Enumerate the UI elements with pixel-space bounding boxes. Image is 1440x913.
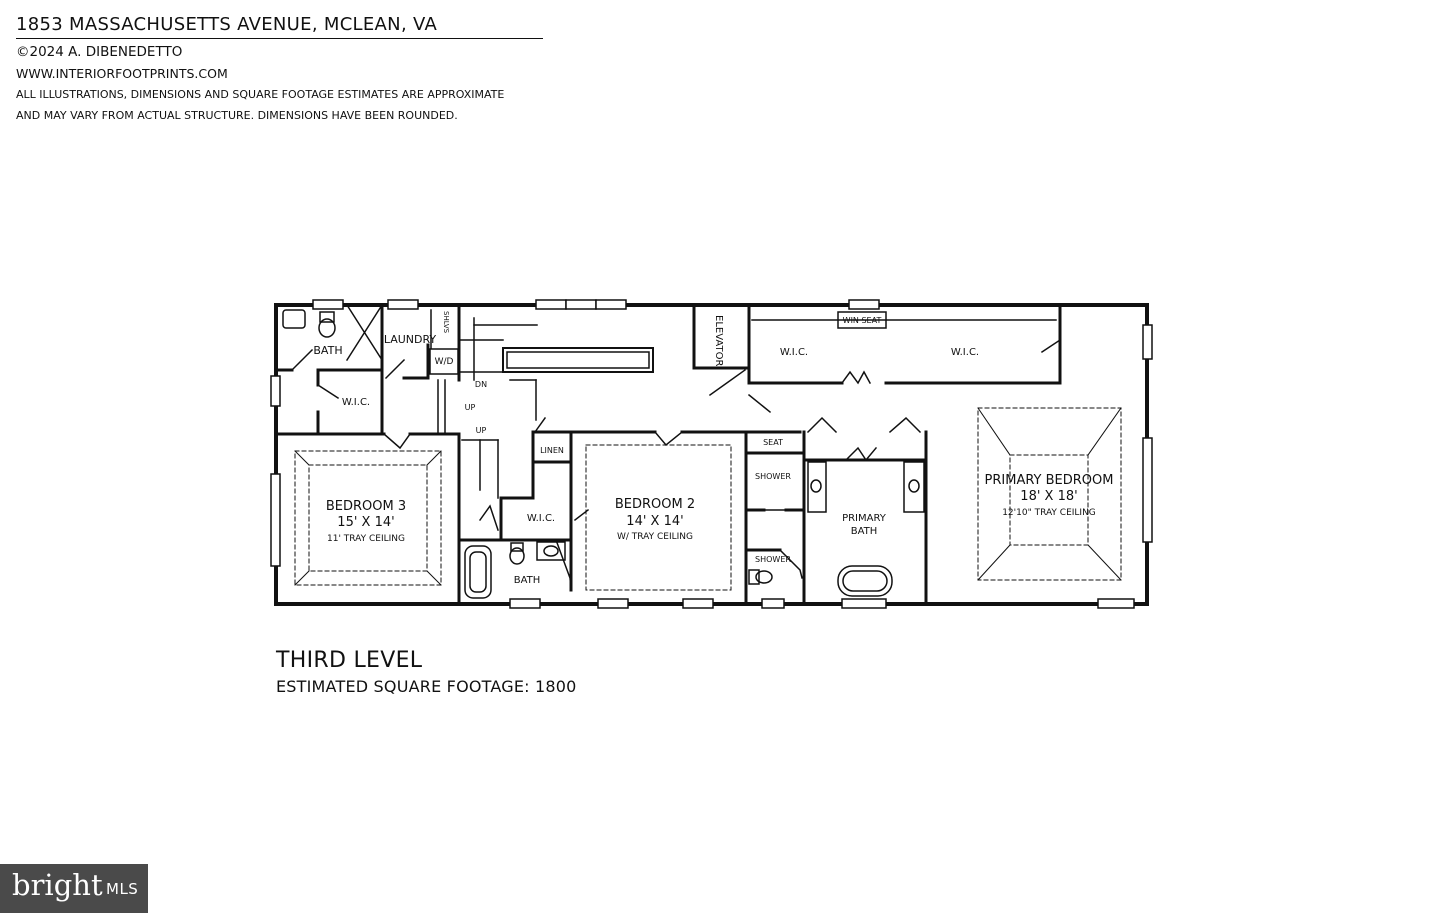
label-bedroom3-ceiling: 11' TRAY CEILING [327, 534, 405, 544]
label-elevator: ELEVATOR [713, 315, 724, 366]
label-seat: SEAT [763, 438, 783, 447]
label-bedroom3-name: BEDROOM 3 [326, 499, 406, 514]
label-bath-mid: BATH [514, 575, 541, 586]
label-wic-mid: W.I.C. [527, 513, 555, 524]
label-wd: W/D [435, 357, 454, 367]
badge-suffix: MLS [106, 880, 139, 898]
label-up-2: UP [476, 426, 487, 435]
bright-mls-badge: bright MLS [0, 864, 148, 913]
address-title: 1853 MASSACHUSETTS AVENUE, MCLEAN, VA [16, 14, 543, 39]
label-linen: LINEN [540, 446, 564, 455]
label-win-seat: WIN SEAT [843, 316, 882, 325]
label-wic-left: W.I.C. [342, 397, 370, 408]
badge-brand: bright [12, 868, 103, 902]
label-shower-2: SHOWER [755, 555, 791, 564]
label-wic-top-1: W.I.C. [780, 347, 808, 358]
label-primary-bedroom-name: PRIMARY BEDROOM [985, 473, 1114, 488]
label-laundry: LAUNDRY [384, 333, 437, 346]
square-footage: ESTIMATED SQUARE FOOTAGE: 1800 [276, 677, 577, 696]
label-primary-bedroom-size: 18' X 18' [1020, 489, 1077, 504]
level-title: THIRD LEVEL [276, 648, 423, 673]
label-bedroom2-ceiling: W/ TRAY CEILING [617, 532, 693, 542]
label-bedroom3-size: 15' X 14' [337, 515, 394, 530]
label-primary-bedroom-ceiling: 12'10" TRAY CEILING [1002, 508, 1096, 518]
label-bedroom2-size: 14' X 14' [626, 514, 683, 529]
website-line: WWW.INTERIORFOOTPRINTS.COM [16, 66, 228, 81]
label-bedroom2-name: BEDROOM 2 [615, 497, 695, 512]
label-wic-top-2: W.I.C. [951, 347, 979, 358]
label-primary-bath-2: BATH [851, 526, 878, 537]
label-up-1: UP [465, 403, 476, 412]
label-shlvs: SHLVS [442, 311, 450, 334]
disclaimer-line-2: AND MAY VARY FROM ACTUAL STRUCTURE. DIME… [16, 109, 458, 122]
label-primary-bath-1: PRIMARY [842, 513, 887, 524]
disclaimer-line-1: ALL ILLUSTRATIONS, DIMENSIONS AND SQUARE… [16, 88, 505, 101]
label-dn: DN [475, 380, 487, 389]
label-shower-1: SHOWER [755, 472, 791, 481]
copyright-line: ©2024 A. DIBENEDETTO [16, 44, 183, 60]
outer-wall [274, 303, 1149, 606]
label-bath-left: BATH [313, 344, 342, 357]
